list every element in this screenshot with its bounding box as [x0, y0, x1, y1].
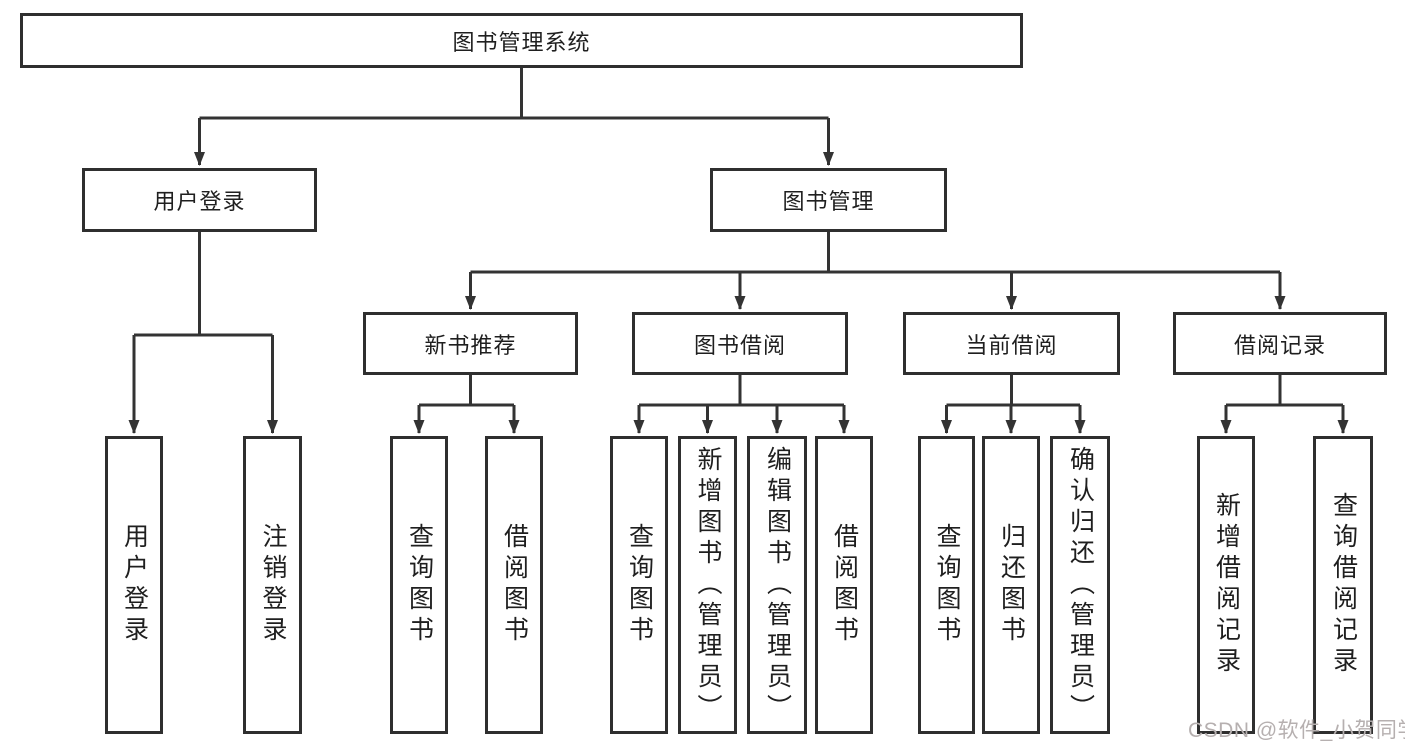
connector-user-login-branch: [128, 231, 278, 434]
leaf-logout-label: 注销登录: [259, 523, 287, 647]
leaf-query-books-1-label: 查询图书: [405, 523, 434, 647]
connector-new-book-rec-leaves: [413, 374, 520, 434]
leaf-query-books-2-label: 查询图书: [625, 523, 654, 647]
leaf-return-books-label: 归还图书: [997, 523, 1026, 647]
leaf-query-borrow-record-label: 查询借阅记录: [1329, 492, 1358, 678]
leaf-edit-books-admin-label: 编辑图书（管理员）: [763, 445, 792, 725]
leaf-add-borrow-record: 新增借阅记录: [1197, 436, 1255, 734]
node-root-label: 图书管理系统: [452, 29, 591, 55]
leaf-borrow-books-2-label: 借阅图书: [830, 523, 859, 647]
leaf-logout: 注销登录: [243, 436, 302, 734]
node-user-login-label: 用户登录: [153, 189, 246, 214]
leaf-edit-books-admin: 编辑图书（管理员）: [747, 436, 807, 734]
node-current-borrow-label: 当前借阅: [965, 332, 1058, 358]
node-borrow-records: 借阅记录: [1173, 312, 1387, 375]
leaf-query-books-2: 查询图书: [610, 436, 668, 734]
leaf-add-borrow-record-label: 新增借阅记录: [1212, 492, 1241, 678]
node-user-login: 用户登录: [82, 168, 317, 232]
node-new-book-recommend-label: 新书推荐: [424, 332, 517, 358]
node-root-library-system: 图书管理系统: [20, 13, 1023, 68]
leaf-query-borrow-record: 查询借阅记录: [1313, 436, 1373, 734]
leaf-query-books-3-label: 查询图书: [933, 523, 961, 647]
leaf-user-login: 用户登录: [105, 436, 163, 734]
node-current-borrow: 当前借阅: [903, 312, 1120, 375]
leaf-borrow-books-1: 借阅图书: [485, 436, 543, 734]
connector-borrow-records-leaves: [1220, 374, 1349, 434]
node-book-management-label: 图书管理: [782, 189, 875, 214]
leaf-borrow-books-2: 借阅图书: [815, 436, 873, 734]
connector-book-mgmt-to-level3: [465, 231, 1286, 310]
node-book-borrow: 图书借阅: [632, 312, 848, 375]
connector-book-borrow-leaves: [633, 374, 850, 434]
leaf-query-books-1: 查询图书: [390, 436, 448, 734]
leaf-borrow-books-1-label: 借阅图书: [500, 523, 529, 647]
connector-root-to-level2: [194, 66, 834, 166]
leaf-user-login-label: 用户登录: [120, 523, 149, 647]
node-book-borrow-label: 图书借阅: [693, 332, 786, 358]
leaf-query-books-3: 查询图书: [918, 436, 975, 734]
leaf-confirm-return-admin: 确认归还（管理员）: [1050, 436, 1110, 734]
connector-current-borrow-leaves: [941, 374, 1086, 434]
node-borrow-records-label: 借阅记录: [1233, 332, 1326, 358]
leaf-add-books-admin-label: 新增图书（管理员）: [694, 445, 722, 725]
leaf-return-books: 归还图书: [982, 436, 1040, 734]
csdn-watermark: CSDN @软件_小贺同学: [1188, 719, 1405, 742]
leaf-confirm-return-admin-label: 确认归还（管理员）: [1066, 445, 1095, 725]
node-book-management: 图书管理: [710, 168, 947, 232]
leaf-add-books-admin: 新增图书（管理员）: [678, 436, 737, 734]
node-new-book-recommend: 新书推荐: [363, 312, 578, 375]
